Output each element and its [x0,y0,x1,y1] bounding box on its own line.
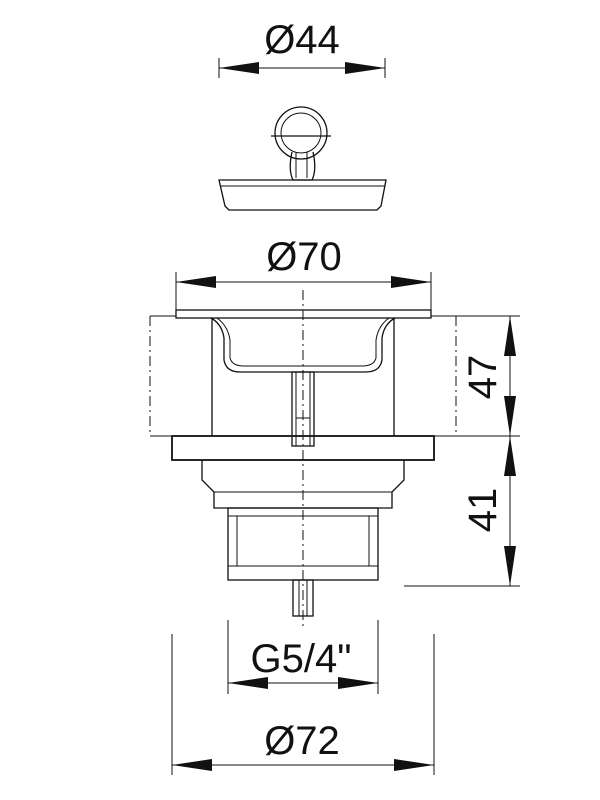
dimension-heights: 47 41 [404,315,520,587]
dimension-thread: G5/4" [227,620,379,694]
dimension-stopper-diameter: Ø44 [218,18,386,78]
sink-wall-outline [149,315,457,437]
stopper-diameter-label: Ø44 [264,18,340,62]
thread-label: G5/4" [251,637,352,681]
dimension-base-diameter: Ø72 [171,634,435,775]
lower-height-label: 41 [461,488,505,533]
dimension-flange-diameter: Ø70 [175,235,432,314]
base-diameter-label: Ø72 [264,719,340,763]
flange-diameter-label: Ø70 [266,235,342,279]
upper-height-label: 47 [461,355,505,400]
stopper-plug [218,106,387,211]
